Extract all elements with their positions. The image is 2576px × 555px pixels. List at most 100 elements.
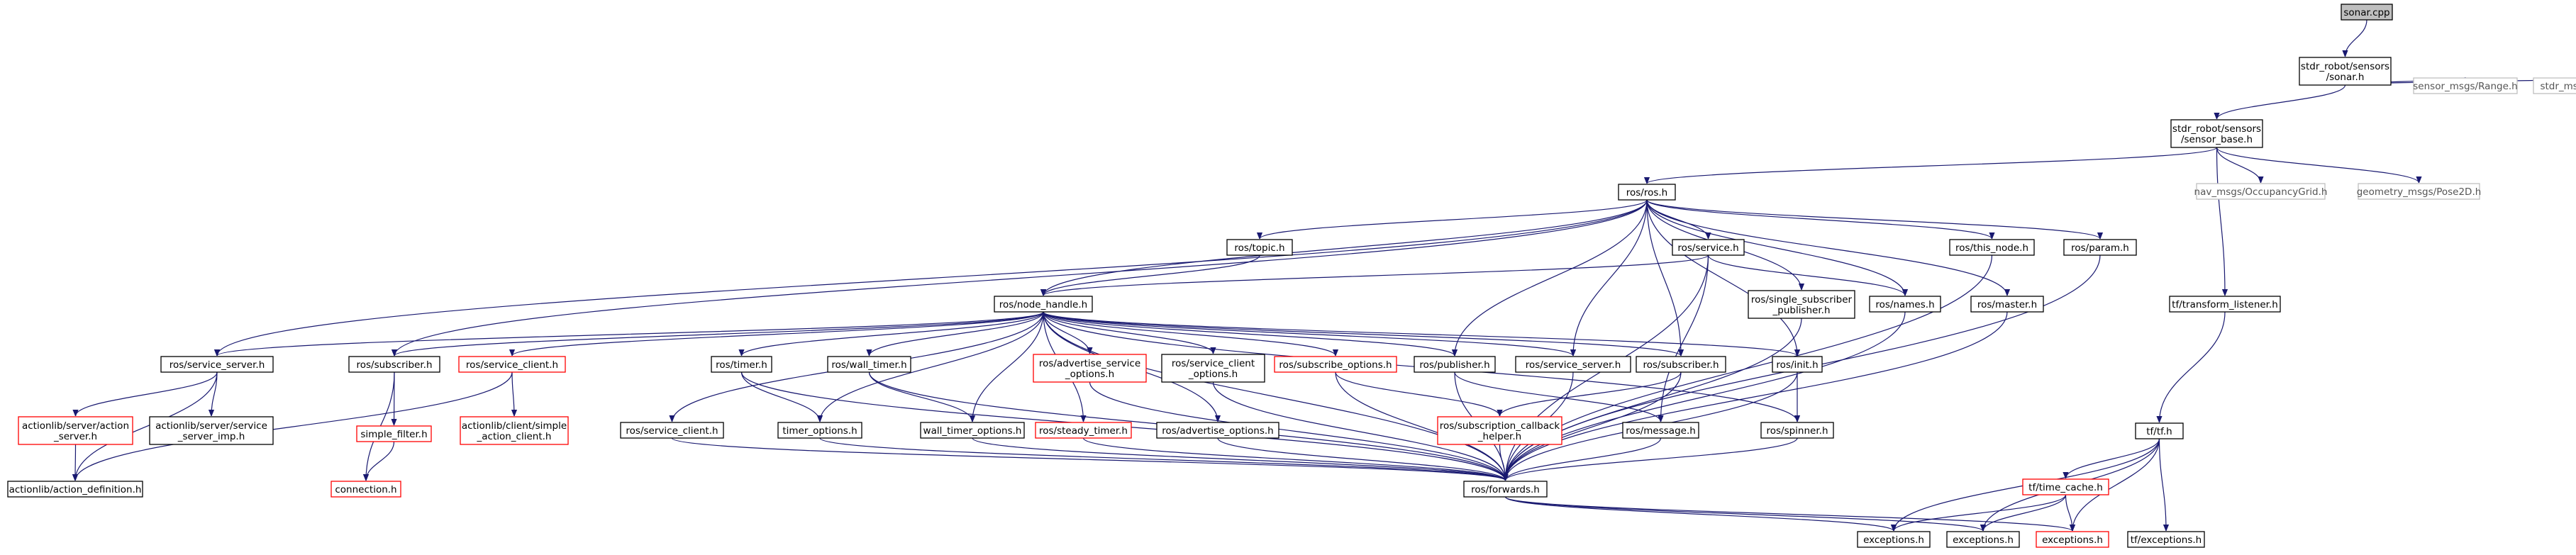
node-label: ros/advertise_options.h [1162,425,1274,437]
edge-node_handle-to-service_client [512,311,1044,357]
node-box [1618,184,1676,201]
node-srv-server-imp[interactable]: actionlib/server/service_server_imp.h [149,416,274,445]
edge-service_server-to-as_server [76,371,218,417]
node-init-h[interactable]: ros/init.h [1772,356,1823,373]
node-wall-timer-opt[interactable]: wall_timer_options.h [920,422,1025,439]
node-sonar-h[interactable]: stdr_robot/sensors/sonar.h [2299,57,2392,86]
node-label: ros/node_handle.h [999,299,1087,310]
node-service-h[interactable]: ros/service.h [1672,239,1745,256]
node-sensor-range[interactable]: sensor_msgs/Range.h [2413,77,2518,94]
node-subscriber2[interactable]: ros/subscriber.h [1636,356,1726,373]
edge-srv_client_opt-to-forwards [1212,381,1506,481]
node-service-server[interactable]: ros/service_server.h [160,356,274,373]
node-label: sensor_msgs/Range.h [2413,81,2517,92]
node-label: ros/subscriber.h [356,359,432,371]
node-steady-timer[interactable]: ros/steady_timer.h [1035,422,1132,439]
edge-node_handle-to-adv_srv_opt [1043,311,1090,354]
node-label: actionlib/server/service [155,420,267,432]
node-box [1161,354,1265,383]
node-label: ros/subscriber.h [1643,359,1719,371]
edge-tf_h-to-exc3 [2072,438,2160,531]
node-forwards[interactable]: ros/forwards.h [1463,481,1548,498]
node-label: simple_filter.h [360,429,427,440]
edge-node_handle-to-sub_opt [1043,311,1336,357]
node-box [2135,422,2184,439]
node-message-h[interactable]: ros/message.h [1622,422,1699,439]
node-tf-listener[interactable]: tf/transform_listener.h [2169,296,2281,313]
edge-node_handle-to-forwards [1043,311,1506,481]
node-connection-h[interactable]: connection.h [331,481,401,498]
node-spinner-h[interactable]: ros/spinner.h [1760,422,1834,439]
edge-subscriber2-to-sub_cb_helper [1500,371,1682,417]
node-service-server2[interactable]: ros/service_server.h [1515,356,1631,373]
node-service-client[interactable]: ros/service_client.h [458,356,566,373]
node-label: ros/service.h [1677,242,1738,254]
edge-subscriber2-to-forwards [1506,371,1682,481]
node-publisher-h[interactable]: ros/publisher.h [1414,356,1496,373]
node-master-h[interactable]: ros/master.h [1970,296,2044,313]
node-label: ros/subscribe_options.h [1279,359,1392,371]
edge-adv_opt-to-forwards [1217,437,1506,481]
node-wall-timer[interactable]: ros/wall_timer.h [827,356,911,373]
node-box [1035,422,1132,439]
edge-ros_h-to-node_handle [1043,199,1648,296]
edge-ros_h-to-this_node [1646,199,1992,240]
node-box [1463,481,1548,498]
node-this-node[interactable]: ros/this_node.h [1949,239,2035,256]
node-tf-exc[interactable]: tf/exceptions.h [2127,531,2205,548]
node-label: /sensor_base.h [2181,134,2253,145]
node-label: ros/service_client [1172,358,1255,369]
node-label: exceptions.h [2042,534,2103,546]
node-names-h[interactable]: ros/names.h [1869,296,1941,313]
node-tf-h[interactable]: tf/tf.h [2135,422,2184,439]
node-label: ros/service_server.h [1526,359,1621,371]
node-label: ros/advertise_service [1039,358,1140,369]
node-pose2d[interactable]: geometry_msgs/Pose2D.h [2357,183,2482,200]
edge-node_handle-to-srv_client_opt [1043,311,1214,354]
node-simple-ac[interactable]: actionlib/client/simple_action_client.h [460,416,569,445]
node-adv-srv-opt[interactable]: ros/advertise_service_options.h [1033,354,1147,383]
node-box [1515,356,1631,373]
node-label: geometry_msgs/Pose2D.h [2357,186,2482,198]
node-occ-grid[interactable]: nav_msgs/OccupancyGrid.h [2194,183,2328,200]
node-subscriber-lc[interactable]: ros/subscriber.h [348,356,440,373]
node-simple-filter[interactable]: simple_filter.h [356,425,432,442]
node-srv-client-opt[interactable]: ros/service_client_options.h [1161,354,1265,383]
edge-sensor_base-to-tf_listener [2216,147,2226,296]
node-sensor-base[interactable]: stdr_robot/sensors/sensor_base.h [2170,119,2263,148]
node-label: stdr_robot/sensors [2301,61,2389,72]
node-ros-h[interactable]: ros/ros.h [1618,184,1676,201]
node-timer-h[interactable]: ros/timer.h [711,356,772,373]
edge-service_server-to-action_def [75,371,218,481]
node-adv-opt[interactable]: ros/advertise_options.h [1156,422,1279,439]
node-single-sub[interactable]: ros/single_subscriber_publisher.h [1748,290,1855,319]
node-param-h[interactable]: ros/param.h [2063,239,2137,256]
edge-ros_h-to-service_h [1646,199,1709,240]
edge-sensor_base-to-pose2d [2216,147,2419,184]
node-box [1414,356,1496,373]
node-exc1[interactable]: exceptions.h [1857,531,1931,548]
edge-sonar_cpp-to-sonar_h [2345,19,2367,57]
edge-node_handle-to-subscriber2 [1043,311,1681,357]
node-sonar-msg[interactable]: stdr_msgs/SonarSensorMsg.h [2533,77,2576,94]
node-sub-cb-helper[interactable]: ros/subscription_callback_helper.h [1437,416,1562,445]
node-exc3[interactable]: exceptions.h [2036,531,2109,548]
node-node-handle[interactable]: ros/node_handle.h [994,296,1093,313]
node-action-def[interactable]: actionlib/action_definition.h [7,481,143,498]
edge-ros_h-to-subscriber_lc [394,199,1648,356]
node-label: nav_msgs/OccupancyGrid.h [2194,186,2328,198]
node-box [920,422,1025,439]
node-sub-opt[interactable]: ros/subscribe_options.h [1274,356,1397,373]
node-time-cache[interactable]: tf/time_cache.h [2022,478,2109,495]
node-as-server[interactable]: actionlib/server/action_server.h [18,416,133,445]
node-label: _server.h [53,431,97,442]
edge-single_sub-to-forwards [1506,318,1802,481]
edge-service_h-to-names_h [1707,254,1906,296]
node-exc2[interactable]: exceptions.h [1946,531,2020,548]
node-label: ros/topic.h [1234,242,1284,254]
node-timer-opt[interactable]: timer_options.h [777,422,862,439]
node-service-client2[interactable]: ros/service_client.h [620,422,724,439]
node-topic-h[interactable]: ros/topic.h [1226,239,1293,256]
edge-tf_listener-to-tf_h [2160,311,2226,422]
